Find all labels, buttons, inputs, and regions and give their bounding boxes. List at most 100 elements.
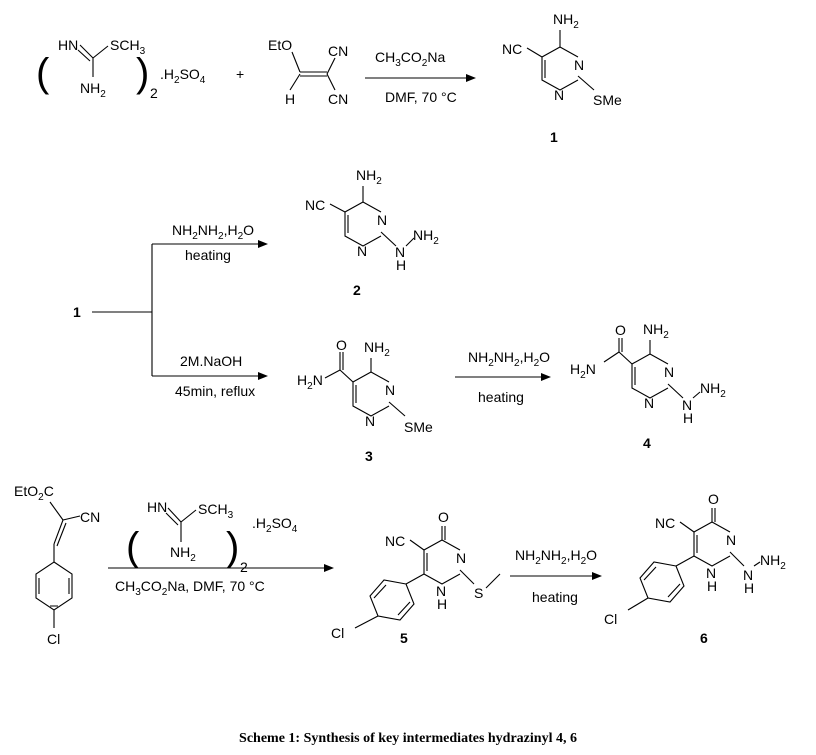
reaction-arrow-3-to-4: NH2NH2,H2O heating <box>455 349 551 405</box>
subscript-2: 2 <box>240 559 248 575</box>
bond <box>326 57 336 75</box>
bond <box>675 555 695 567</box>
label-n: N <box>385 382 395 398</box>
label-nh2: NH2 <box>413 227 439 247</box>
bond <box>92 45 109 59</box>
label-nh2: NH2 <box>170 544 196 564</box>
compound-number-4: 4 <box>643 435 651 451</box>
label-nh: N <box>706 565 716 581</box>
label-nh: N <box>743 567 753 583</box>
ring-bonds <box>344 201 382 247</box>
ring-bonds <box>631 353 669 399</box>
bond <box>459 569 475 585</box>
bond <box>324 369 341 379</box>
chlorophenyl-ring <box>639 561 685 603</box>
sulfate-label: .H2SO4 <box>252 515 298 535</box>
label-eto: EtO <box>268 37 292 53</box>
bond <box>405 237 415 247</box>
compound-2: NH2 N N N H NH2 NC 2 <box>305 167 439 298</box>
label-nh2: NH2 <box>80 80 106 100</box>
label-h2n: H2N <box>570 361 596 381</box>
label-sch3: SCH3 <box>110 37 146 57</box>
label-nh2: NH2 <box>356 167 382 187</box>
label-nh: N <box>436 583 446 599</box>
label-n: N <box>456 550 466 566</box>
label-sch3: SCH3 <box>198 501 234 521</box>
bond <box>409 539 425 551</box>
label-h: H <box>285 91 295 107</box>
compound-number-3: 3 <box>365 448 373 464</box>
label-n: N <box>726 532 736 548</box>
bond <box>56 522 67 547</box>
open-paren: ( <box>126 525 140 569</box>
label-h: H <box>744 580 754 596</box>
reaction-arrow-1: CH3CO2Na DMF, 70 °C <box>365 49 476 105</box>
arrow-head-top <box>258 240 268 248</box>
branching-arrows: NH2NH2,H2O heating 2M.NaOH 45min, reflux <box>92 222 268 399</box>
label-o: O <box>708 491 719 507</box>
bond <box>603 351 620 363</box>
label-nh: N <box>395 244 405 260</box>
label-o: O <box>615 322 626 338</box>
label-nh2: NH2 <box>700 380 726 400</box>
label-sme: SMe <box>404 419 433 435</box>
conditions-hydrazine: NH2NH2,H2O <box>468 349 550 369</box>
bond <box>167 507 182 523</box>
bond <box>679 521 695 533</box>
scheme-caption: Scheme 1: Synthesis of key intermediates… <box>239 731 577 746</box>
label-sme: SMe <box>593 92 622 108</box>
label-nc: NC <box>655 515 675 531</box>
bond <box>77 49 91 62</box>
bond <box>729 551 745 567</box>
s-methylisothiourea-sulfate: ( HN SCH3 NH2 ) 2 .H2SO4 <box>36 37 206 101</box>
compound-number-1: 1 <box>550 129 558 145</box>
bond <box>180 509 197 523</box>
arrow-head <box>324 564 334 572</box>
label-cl: Cl <box>604 611 617 627</box>
plus-sign: + <box>236 66 244 82</box>
chlorobenzylidene-cyanoacetate: EtO2C CN Cl <box>14 483 100 647</box>
bond <box>62 515 81 521</box>
reaction-arrow-5-to-6: NH2NH2,H2O heating <box>510 547 602 605</box>
label-nc: NC <box>385 533 405 549</box>
label-n: N <box>644 395 654 411</box>
sulfate-label: .H2SO4 <box>160 66 206 86</box>
subscript-2: 2 <box>150 85 158 101</box>
bond <box>577 75 595 91</box>
bond <box>49 501 64 521</box>
conditions-heating: heating <box>185 247 231 263</box>
label-n: N <box>377 212 387 228</box>
compound-number-2: 2 <box>353 282 361 298</box>
bond <box>329 203 346 213</box>
label-cn-top: CN <box>328 43 348 59</box>
bond <box>354 615 379 629</box>
label-o: O <box>336 337 347 353</box>
label-h: H <box>396 257 406 273</box>
label-nc: NC <box>305 197 325 213</box>
label-nh2: NH2 <box>643 321 669 341</box>
label-cl: Cl <box>331 625 344 641</box>
ethoxymethylene-malononitrile: EtO H CN CN <box>268 37 348 107</box>
label-s: S <box>474 585 483 601</box>
conditions-dmf: DMF, 70 °C <box>385 89 457 105</box>
conditions-heating: heating <box>532 589 578 605</box>
bond <box>667 383 684 399</box>
label-n: N <box>357 243 367 259</box>
label-nh2: NH2 <box>760 552 786 572</box>
label-hn: HN <box>147 499 167 515</box>
compound-number-6: 6 <box>700 630 708 646</box>
label-cl: Cl <box>47 631 60 647</box>
compound-5: O N N H S NC Cl 5 <box>331 509 501 646</box>
ring-bonds <box>693 521 731 567</box>
compound-number-1-start: 1 <box>73 304 81 320</box>
label-n: N <box>365 413 375 429</box>
benzene-ring <box>35 561 73 611</box>
label-h: H <box>707 578 717 594</box>
compound-3: NH2 N N SMe O H2N 3 <box>297 337 433 464</box>
conditions-hydrazine: NH2NH2,H2O <box>515 547 597 567</box>
ring-bonds <box>541 46 579 91</box>
label-hn: HN <box>58 37 78 53</box>
close-paren: ) <box>136 51 149 95</box>
bond <box>339 369 354 383</box>
